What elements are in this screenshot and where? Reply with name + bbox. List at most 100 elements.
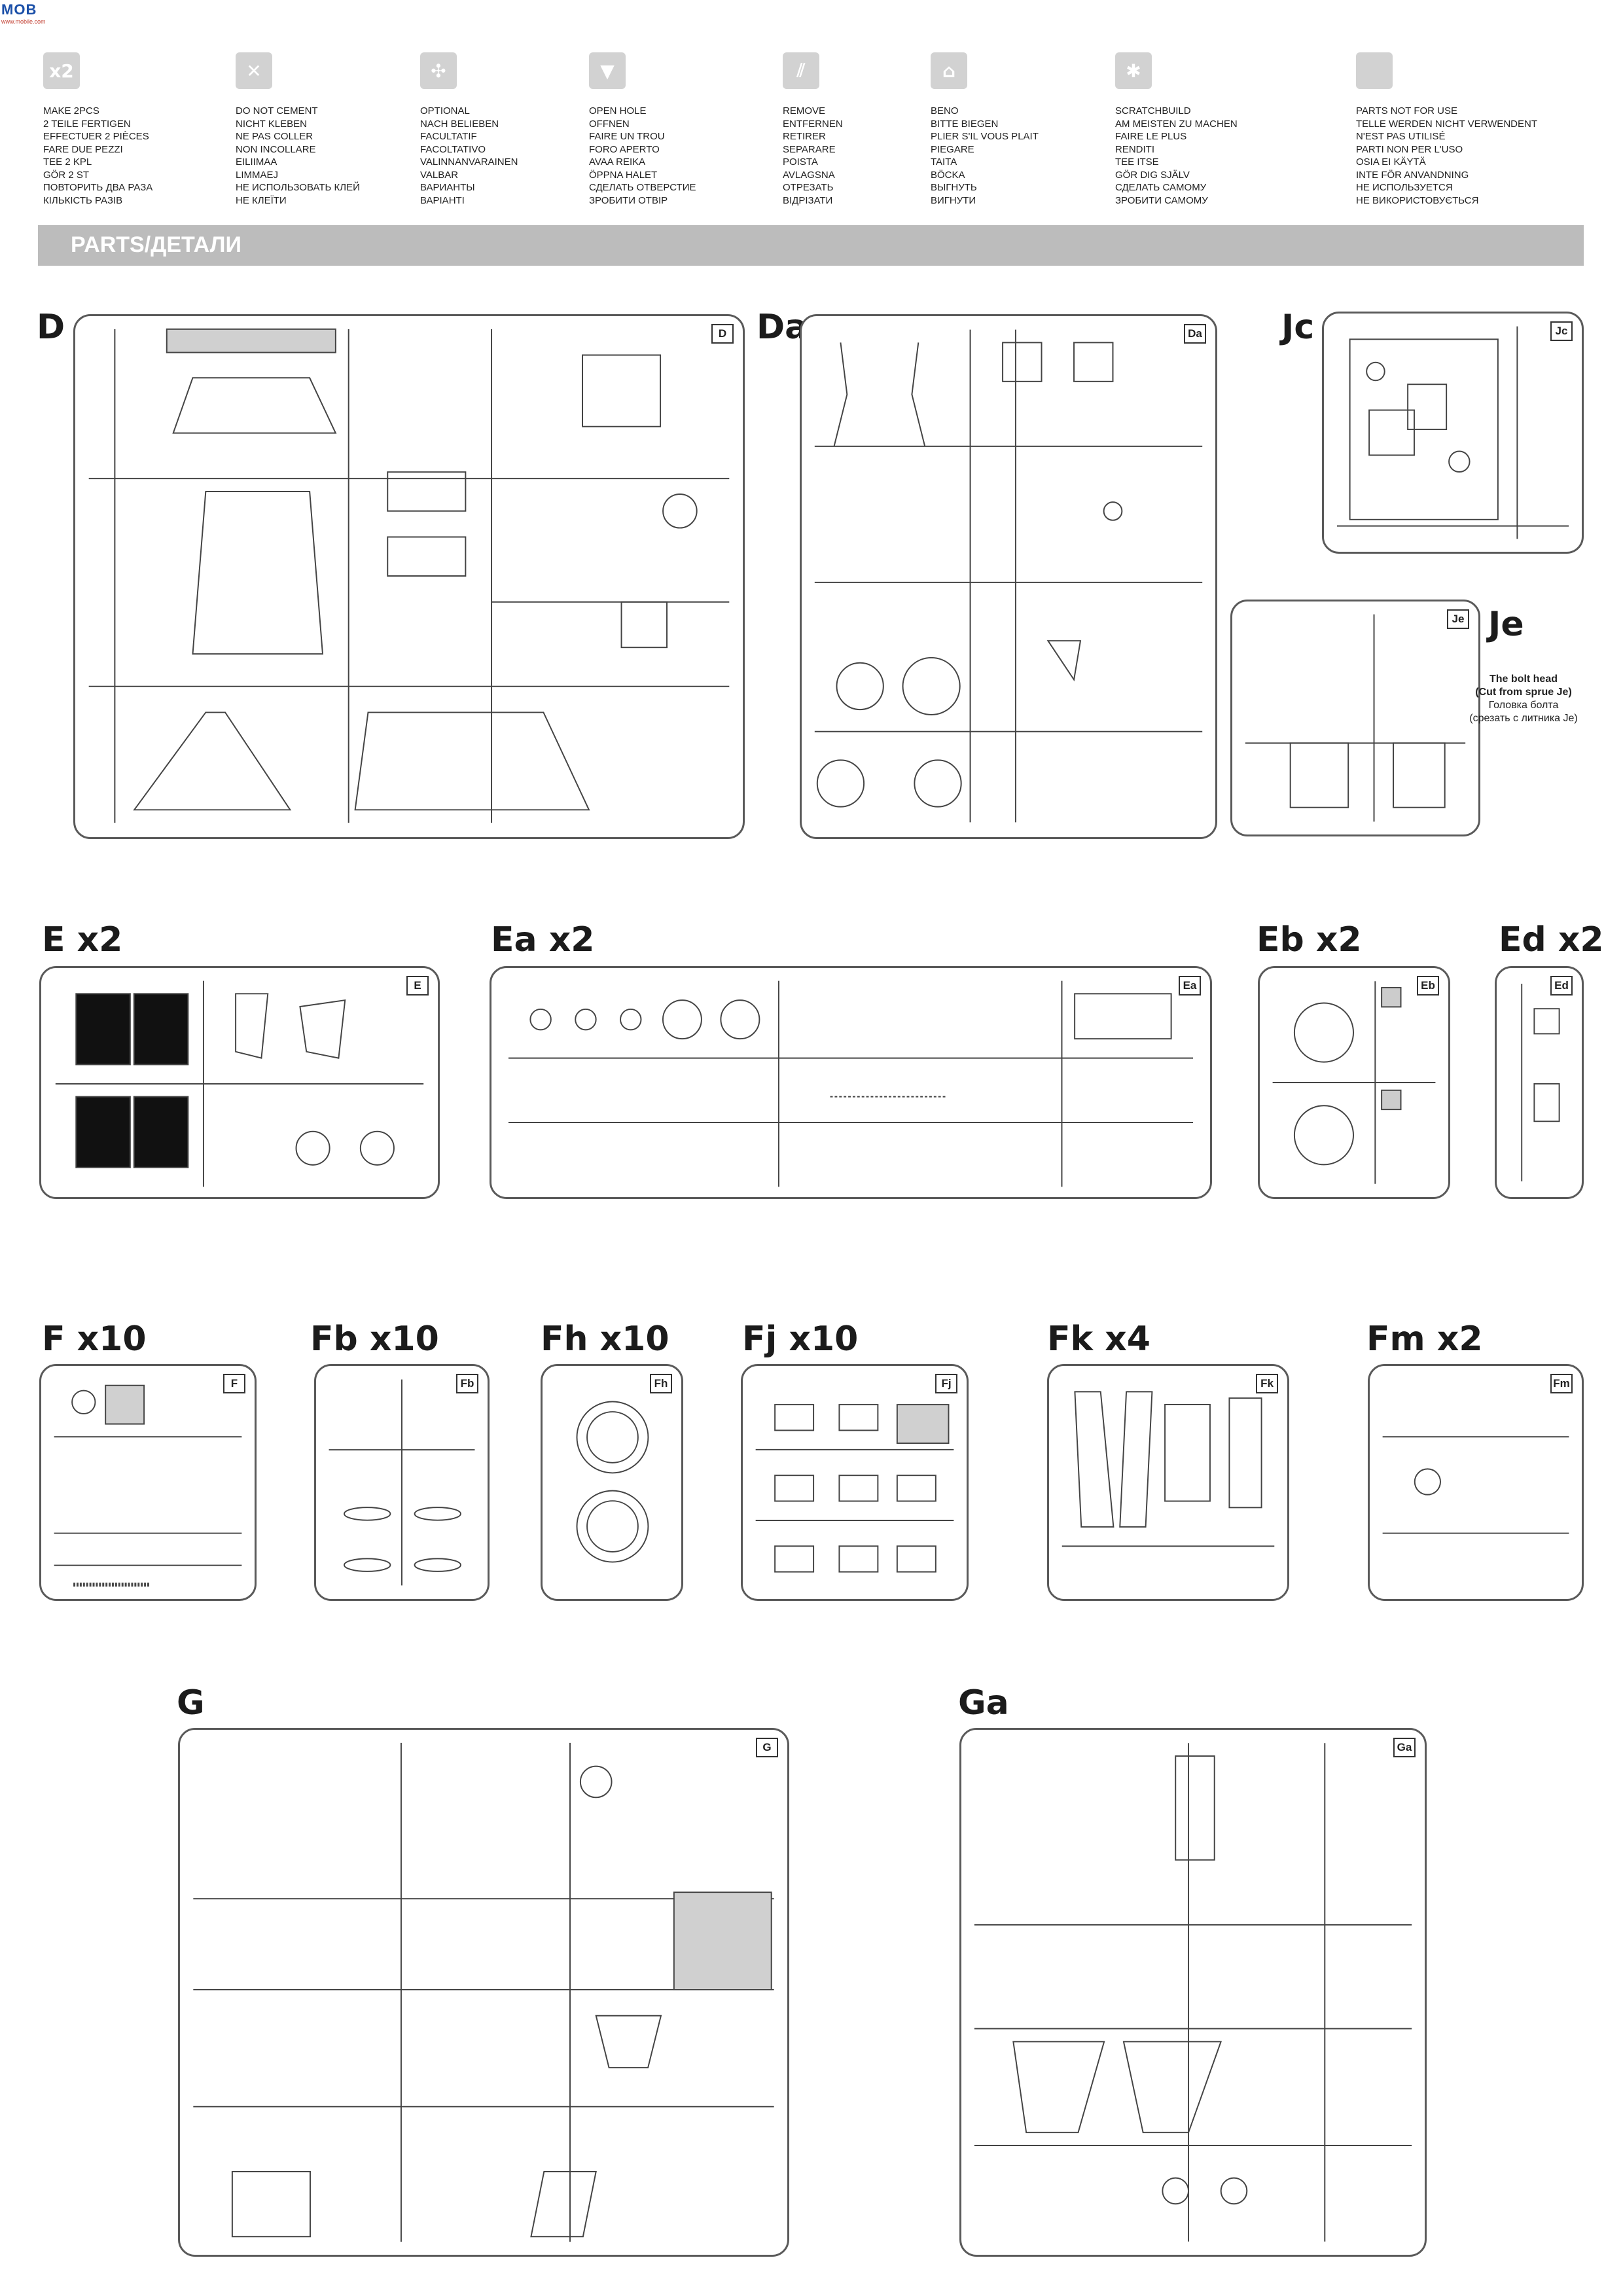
- legend-line: OSIA EI KÄYTÄ: [1356, 156, 1426, 168]
- sprue-label-ea: Ea x2: [491, 920, 595, 960]
- sprue-tag-ga: Ga: [1393, 1738, 1416, 1757]
- sprue-tag-fh: Fh: [650, 1374, 672, 1393]
- legend-line: BITTE BIEGEN: [931, 118, 999, 130]
- legend-line: ВІДРІЗАТИ: [783, 194, 833, 206]
- sprue-frame-ea: Ea: [490, 966, 1212, 1199]
- sprue-label-da: Da: [757, 308, 808, 347]
- legend-line: TELLE WERDEN NICHT VERWENDENT: [1356, 118, 1537, 130]
- legend-line: ПОВТОРИТЬ ДВА РАЗА: [43, 182, 153, 193]
- legend-line: PLIER S'IL VOUS PLAIT: [931, 131, 1039, 142]
- sprue-label-g: G: [177, 1683, 205, 1723]
- sprue-parts-d: [88, 328, 730, 823]
- optional-icon: ✣: [420, 52, 457, 89]
- legend-line: AM MEISTEN ZU MACHEN: [1115, 118, 1238, 130]
- publisher-logo: MOB www.mobile.com: [1, 1, 60, 25]
- sprue-label-fh: Fh x10: [541, 1319, 669, 1359]
- sprue-parts-e: [55, 980, 424, 1187]
- legend-line: TEE ITSE: [1115, 156, 1159, 168]
- sprue-tag-fm: Fm: [1550, 1374, 1573, 1393]
- sprue-frame-je: Je: [1230, 600, 1480, 836]
- sprue-frame-ga: Ga: [959, 1728, 1427, 2257]
- sprue-label-e: E x2: [42, 920, 123, 960]
- legend-line: ÖPPNA HALET: [589, 169, 658, 181]
- bend-icon: ⌂: [931, 52, 967, 89]
- sprue-frame-fj: Fj: [741, 1364, 969, 1601]
- legend-line: FAIRE LE PLUS: [1115, 131, 1187, 142]
- legend-line: NE PAS COLLER: [236, 131, 313, 142]
- sprue-parts-fh: [576, 1401, 649, 1563]
- sprue-parts-fm: [1382, 1436, 1569, 1534]
- sprue-frame-ed: Ed: [1495, 966, 1584, 1199]
- legend-line: PARTS NOT FOR USE: [1356, 105, 1458, 117]
- legend-line: PARTI NON PER L'USO: [1356, 143, 1463, 155]
- legend-line: FAIRE UN TROU: [589, 131, 665, 142]
- legend-line: ВАРІАНТІ: [420, 194, 465, 206]
- legend-line: LIMMAEJ: [236, 169, 279, 181]
- sprue-label-jc: Jc: [1281, 308, 1315, 347]
- legend-line: EILIIMAA: [236, 156, 277, 168]
- sprue-label-f: F x10: [42, 1319, 147, 1359]
- legend-line: НЕ КЛЕЇТИ: [236, 194, 287, 206]
- legend-line: КІЛЬКІСТЬ РАЗІВ: [43, 194, 123, 206]
- sprue-tag-eb: Eb: [1417, 976, 1439, 996]
- sprue-frame-e: E: [39, 966, 440, 1199]
- legend-line: ВИГНУТИ: [931, 194, 976, 206]
- sprue-label-fk: Fk x4: [1047, 1319, 1150, 1359]
- legend-line: ЗРОБИТИ ОТВІР: [589, 194, 668, 206]
- legend-line: ВЫГНУТЬ: [931, 182, 977, 193]
- legend-line: ОТРЕЗАТЬ: [783, 182, 834, 193]
- sprue-frame-eb: Eb: [1258, 966, 1450, 1199]
- legend-line: TEE 2 KPL: [43, 156, 92, 168]
- sprue-parts-fj: [755, 1404, 954, 1573]
- make-x2-icon: x2: [43, 52, 80, 89]
- sprue-parts-ea: [508, 980, 1194, 1187]
- sprue-label-je: Je: [1488, 605, 1524, 644]
- sprue-tag-ed: Ed: [1550, 976, 1573, 996]
- sprue-tag-d: D: [711, 324, 734, 344]
- legend-line: AVAA REIKA: [589, 156, 646, 168]
- sprue-parts-fb: [329, 1379, 475, 1586]
- legend-line: NON INCOLLARE: [236, 143, 316, 155]
- legend-line: MAKE 2pcs: [43, 105, 99, 117]
- note-ru-1: Головка болта: [1488, 700, 1559, 711]
- sprue-frame-fh: Fh: [541, 1364, 683, 1601]
- legend-line: BÖCKA: [931, 169, 965, 181]
- legend-line: REMOVE: [783, 105, 826, 117]
- sprue-parts-ed: [1521, 983, 1560, 1182]
- do-not-cement-icon: ✕: [236, 52, 272, 89]
- legend-line: BENO: [931, 105, 959, 117]
- sprue-frame-f: F: [39, 1364, 257, 1601]
- legend-line: INTE FÖR ANVANDNING: [1356, 169, 1469, 181]
- sprue-label-eb: Eb x2: [1257, 920, 1362, 960]
- parts-section-title: PARTS/ДЕТАЛИ: [71, 232, 241, 257]
- legend-line: FACULTATIF: [420, 131, 477, 142]
- sprue-label-fb: Fb x10: [310, 1319, 439, 1359]
- sprue-frame-jc: Jc: [1322, 312, 1584, 554]
- legend-line: ВАРИАНТЫ: [420, 182, 475, 193]
- legend-line: НЕ ИСПОЛЬЗУЕТСЯ: [1356, 182, 1453, 193]
- parts-section-header: PARTS/ДЕТАЛИ: [38, 225, 1584, 266]
- legend-line: AVLAGSNA: [783, 169, 835, 181]
- sprue-frame-d: D: [73, 314, 745, 839]
- legend-line: SCRATCHBUILD: [1115, 105, 1191, 117]
- legend-line: RETIRER: [783, 131, 826, 142]
- remove-icon: ⫽: [783, 52, 819, 89]
- sprue-tag-f: F: [223, 1374, 245, 1393]
- legend-line: СДЕЛАТЬ САМОМУ: [1115, 182, 1207, 193]
- scratchbuild-icon: ✱: [1115, 52, 1152, 89]
- sprue-tag-da: Da: [1184, 324, 1206, 344]
- sprue-parts-g: [193, 1742, 774, 2242]
- logo-subtitle: www.mobile.com: [1, 18, 46, 25]
- sprue-tag-fk: Fk: [1256, 1374, 1278, 1393]
- legend-line: DO NOT CEMENT: [236, 105, 318, 117]
- legend-line: PIEGARE: [931, 143, 974, 155]
- legend-line: SEPARARE: [783, 143, 836, 155]
- note-title: The bolt head: [1489, 673, 1558, 685]
